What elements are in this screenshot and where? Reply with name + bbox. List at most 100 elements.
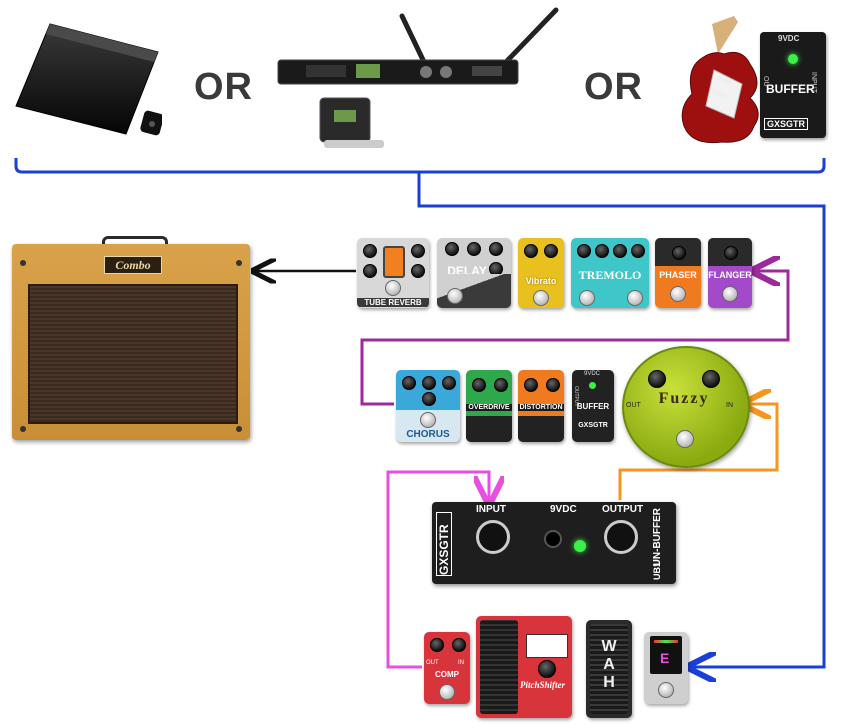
knob-icon bbox=[472, 378, 486, 392]
knob-icon bbox=[411, 244, 425, 258]
buffer-out-label: OUTPUT bbox=[573, 386, 579, 407]
pedal-label: CHORUS bbox=[406, 429, 450, 440]
unbuffer-box: GXSGTR INPUT 9VDC OUTPUT UN-BUFFER UB1 bbox=[432, 502, 676, 584]
knob-icon bbox=[422, 392, 436, 406]
footswitch-icon bbox=[439, 684, 455, 700]
footswitch-icon bbox=[670, 286, 686, 302]
buffer-brand-label: BUFFER bbox=[766, 82, 815, 96]
guitar-buffer-pedal: 9VDC BUFFER INPUT OU GXSGTR bbox=[760, 32, 826, 138]
power-led-icon bbox=[574, 540, 586, 552]
knob-icon bbox=[546, 378, 560, 392]
chorus-pedal: CHORUS bbox=[396, 370, 460, 442]
pedal-label: TUBE REVERB bbox=[357, 298, 429, 307]
knob-icon bbox=[524, 378, 538, 392]
knob-icon bbox=[363, 264, 377, 278]
combo-amplifier: Combo bbox=[12, 236, 250, 440]
wireless-system-image bbox=[277, 7, 559, 148]
knob-icon bbox=[538, 660, 556, 678]
amp-screw-icon bbox=[236, 426, 242, 432]
knob-icon bbox=[631, 244, 645, 258]
delay-pedal: DELAY bbox=[437, 238, 511, 308]
pedal-label: DISTORTION bbox=[518, 404, 564, 411]
output-jack-icon bbox=[604, 520, 638, 554]
fuzz-pedal: Fuzzy OUT IN bbox=[622, 346, 750, 468]
pickup-image bbox=[15, 23, 162, 136]
comp-in-label: IN bbox=[458, 660, 464, 666]
footswitch-icon bbox=[385, 280, 401, 296]
amp-screw-icon bbox=[236, 260, 242, 266]
distortion-pedal: DISTORTION bbox=[518, 370, 564, 442]
knob-icon bbox=[363, 244, 377, 258]
pedal-label: WAH bbox=[601, 638, 617, 691]
or-label-right: OR bbox=[584, 66, 643, 108]
flanger-pedal: FLANGER bbox=[708, 238, 752, 308]
knob-icon bbox=[494, 378, 508, 392]
knob-icon bbox=[489, 242, 503, 256]
pitch-display-icon bbox=[526, 634, 568, 658]
unbuffer-output-label: OUTPUT bbox=[602, 504, 644, 515]
buffer-led-icon bbox=[589, 382, 596, 389]
buffer-voltage-label: 9VDC bbox=[584, 371, 601, 377]
knob-icon bbox=[577, 244, 591, 258]
knob-icon bbox=[544, 244, 558, 258]
amp-screw-icon bbox=[20, 426, 26, 432]
tube-reverb-pedal: TUBE REVERB bbox=[357, 238, 429, 308]
tuner-pedal: E bbox=[644, 632, 688, 704]
knob-icon bbox=[402, 376, 416, 390]
buffer-led-icon bbox=[788, 54, 798, 64]
vibrato-pedal: Vibrato bbox=[518, 238, 564, 308]
comp-pedal: OUT IN COMP bbox=[424, 632, 470, 704]
knob-icon bbox=[430, 638, 444, 652]
phaser-pedal: PHASER bbox=[655, 238, 701, 308]
footswitch-icon bbox=[627, 290, 643, 306]
knob-icon bbox=[724, 246, 738, 260]
pedal-label: PHASER bbox=[659, 270, 697, 280]
fuzz-in-label: IN bbox=[726, 402, 733, 409]
buffer-logo: GXSGTR bbox=[578, 422, 608, 429]
footswitch-icon bbox=[579, 290, 595, 306]
unbuffer-model-id: UB1 bbox=[652, 562, 662, 581]
footswitch-icon bbox=[420, 412, 436, 428]
amp-handle-icon bbox=[102, 236, 168, 249]
blue-source-bracket bbox=[14, 158, 826, 174]
tube-icon bbox=[383, 246, 405, 278]
unbuffer-input-label: INPUT bbox=[476, 504, 506, 515]
knob-icon bbox=[411, 264, 425, 278]
power-jack-icon bbox=[544, 530, 562, 548]
amp-logo: Combo bbox=[104, 256, 162, 274]
pedal-label: OVERDRIVE bbox=[466, 404, 512, 411]
unbuffer-power-label: 9VDC bbox=[550, 504, 577, 515]
footswitch-icon bbox=[658, 682, 674, 698]
knob-icon bbox=[422, 376, 436, 390]
buffer-voltage-label: 9VDC bbox=[778, 34, 800, 43]
knob-icon bbox=[452, 638, 466, 652]
guitar-image bbox=[681, 16, 759, 144]
pedal-label: PitchShifter bbox=[520, 680, 566, 690]
knob-icon bbox=[595, 244, 609, 258]
pedal-label: Vibrato bbox=[525, 276, 557, 286]
tremolo-pedal: TREMOLO bbox=[571, 238, 649, 308]
pedal-label: FLANGER bbox=[708, 270, 752, 280]
amp-grille bbox=[28, 284, 238, 424]
knob-icon bbox=[648, 370, 666, 388]
unbuffer-logo: GXSGTR bbox=[436, 512, 452, 576]
or-label-left: OR bbox=[194, 66, 253, 108]
pedal-label: TREMOLO bbox=[578, 268, 642, 282]
unbuffer-model-label: UN-BUFFER bbox=[652, 508, 663, 567]
amp-screw-icon bbox=[20, 260, 26, 266]
knob-icon bbox=[442, 376, 456, 390]
tuner-display-icon: E bbox=[650, 636, 682, 674]
comp-out-label: OUT bbox=[426, 660, 439, 666]
buffer-logo: GXSGTR bbox=[764, 118, 809, 130]
footswitch-icon bbox=[676, 430, 694, 448]
knob-icon bbox=[467, 242, 481, 256]
pedal-label: COMP bbox=[435, 670, 459, 679]
knob-icon bbox=[445, 242, 459, 256]
knob-icon bbox=[613, 244, 627, 258]
fuzz-out-label: OUT bbox=[626, 402, 641, 409]
footswitch-icon bbox=[722, 286, 738, 302]
fuzz-label: Fuzzy bbox=[658, 390, 710, 407]
input-jack-icon bbox=[476, 520, 510, 554]
pedal-label: BUFFER bbox=[576, 402, 610, 411]
knob-icon bbox=[702, 370, 720, 388]
